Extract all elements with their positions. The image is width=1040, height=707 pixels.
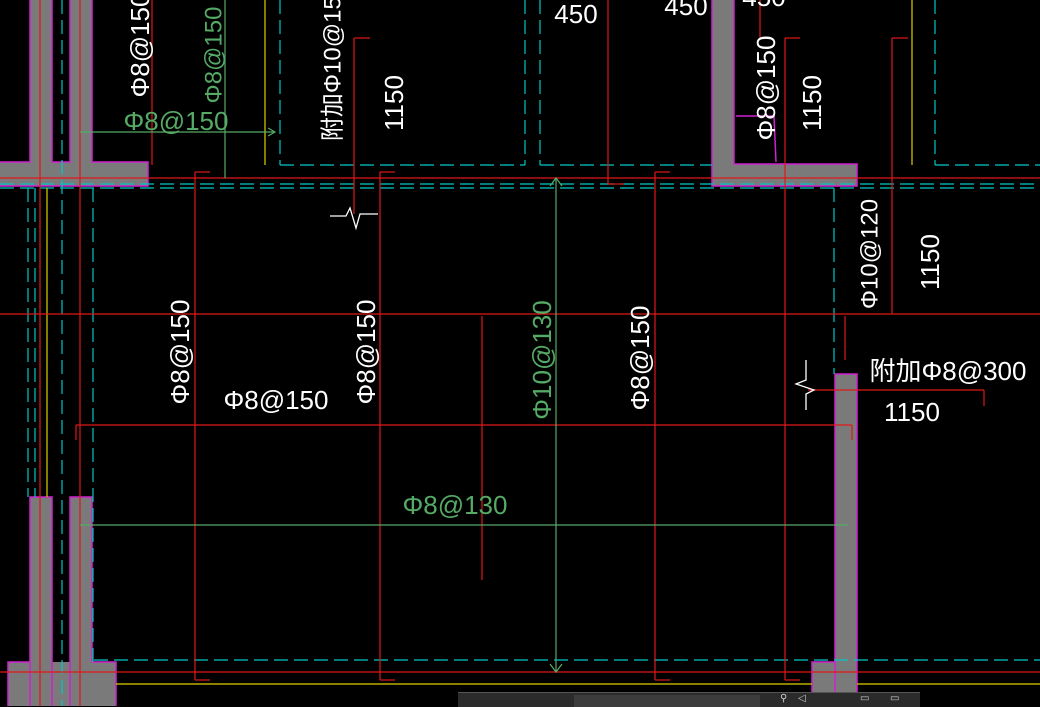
toolbar-icon[interactable]: ▭: [860, 693, 870, 704]
rebar-label: 附加Φ10@150: [320, 0, 347, 141]
annotation-labels: Φ8@150Φ8@150Φ8@150附加Φ10@1501150450450450…: [124, 0, 1027, 520]
rebar-label: 450: [554, 0, 597, 29]
rebar-label: Φ8@150: [201, 7, 228, 104]
rebar-label: Φ8@150: [125, 0, 155, 97]
yellow-lines: [46, 0, 1040, 685]
toolbar-icon[interactable]: ◁: [798, 693, 806, 704]
rebar-label: Φ10@120: [857, 199, 884, 309]
rebar-label: 1150: [884, 397, 940, 427]
toolbar-icon[interactable]: ⚲: [780, 693, 788, 704]
rebar-label: 附加Φ8@300: [870, 356, 1027, 386]
rebar-label: Φ10@130: [527, 300, 557, 419]
rebar-label: Φ8@150: [625, 306, 655, 411]
rebar-label: 1150: [915, 234, 945, 290]
rebar-label: Φ8@150: [224, 385, 329, 415]
rebar-label: Φ8@150: [124, 106, 229, 136]
toolbar-icon[interactable]: ▭: [890, 693, 900, 704]
rebar-label: Φ8@150: [165, 300, 195, 405]
green-lines: [80, 0, 848, 673]
rebar-label: 450: [742, 0, 785, 12]
rebar-label: 450: [664, 0, 707, 21]
command-input[interactable]: [574, 695, 760, 707]
command-bar[interactable]: ⚲ ◁ ▭ ▭: [458, 692, 920, 707]
rebar-label: 1150: [379, 75, 409, 131]
rebar-label: Φ8@150: [351, 300, 381, 405]
break-marks: [330, 206, 816, 410]
rebar-label: Φ8@130: [403, 490, 508, 520]
wall-outlines: [0, 0, 858, 706]
rebar-label: Φ8@150: [751, 36, 781, 141]
rebar-label: 1150: [797, 75, 827, 131]
